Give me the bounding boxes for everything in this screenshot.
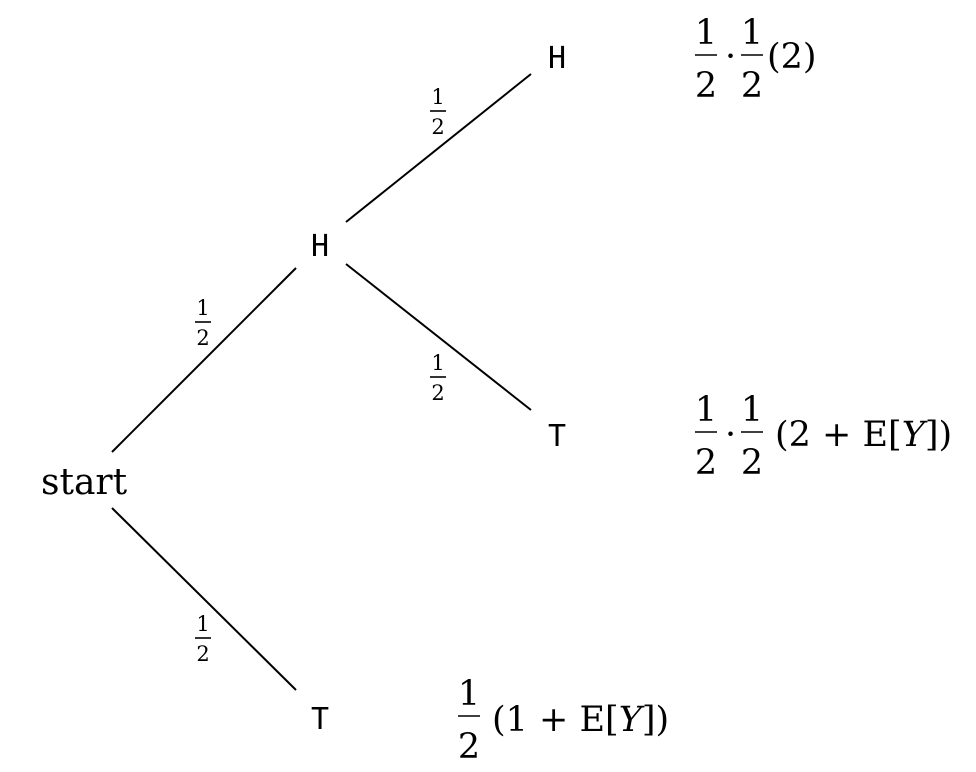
edge-label-num: 1 bbox=[196, 296, 209, 320]
outcome-frac-num: 1 bbox=[695, 390, 717, 430]
node-start: start bbox=[41, 462, 128, 503]
outcome-frac-den: 2 bbox=[695, 443, 717, 483]
edge-label-den: 2 bbox=[431, 381, 444, 405]
edge-h-to-ht bbox=[345, 263, 532, 411]
node-hh: H bbox=[548, 41, 566, 76]
edge-start-to-h bbox=[111, 267, 297, 453]
outcome-t-value: (1 + E[Y]) bbox=[492, 700, 669, 740]
edge-label-num: 1 bbox=[196, 612, 209, 636]
outcome-frac-den: 2 bbox=[741, 443, 763, 483]
edge-label-h-ht: 1 2 bbox=[430, 351, 446, 405]
outcome-frac-den: 2 bbox=[458, 727, 480, 767]
multiply-dot: · bbox=[725, 415, 736, 455]
edge-label-start-h: 1 2 bbox=[195, 296, 211, 350]
edge-label-num: 1 bbox=[431, 351, 444, 375]
outcome-frac-den: 2 bbox=[695, 66, 717, 106]
node-ht: T bbox=[548, 419, 566, 454]
outcome-ht-value: (2 + E[Y]) bbox=[775, 415, 952, 455]
outcome-hh-expression: 1 2 · 1 2 (2) bbox=[695, 13, 817, 106]
edge-label-den: 2 bbox=[196, 326, 209, 350]
edge-label-start-t: 1 2 bbox=[195, 612, 211, 666]
outcome-frac-den: 2 bbox=[741, 66, 763, 106]
outcome-frac-num: 1 bbox=[741, 13, 763, 53]
outcome-ht-expression: 1 2 · 1 2 (2 + E[Y]) bbox=[695, 390, 952, 483]
edge-label-den: 2 bbox=[196, 642, 209, 666]
outcome-frac-num: 1 bbox=[695, 13, 717, 53]
outcome-frac-num: 1 bbox=[741, 390, 763, 430]
outcome-frac-num: 1 bbox=[458, 674, 480, 714]
edge-h-to-hh bbox=[345, 73, 532, 223]
multiply-dot: · bbox=[725, 37, 736, 77]
edge-label-den: 2 bbox=[431, 115, 444, 139]
edge-label-h-hh: 1 2 bbox=[430, 85, 446, 139]
outcome-hh-value: (2) bbox=[767, 37, 817, 77]
node-h: H bbox=[311, 229, 329, 264]
node-t: T bbox=[311, 702, 329, 737]
edge-label-num: 1 bbox=[431, 85, 444, 109]
outcome-t-expression: 1 2 (1 + E[Y]) bbox=[458, 674, 669, 767]
edge-start-to-t bbox=[111, 507, 297, 691]
